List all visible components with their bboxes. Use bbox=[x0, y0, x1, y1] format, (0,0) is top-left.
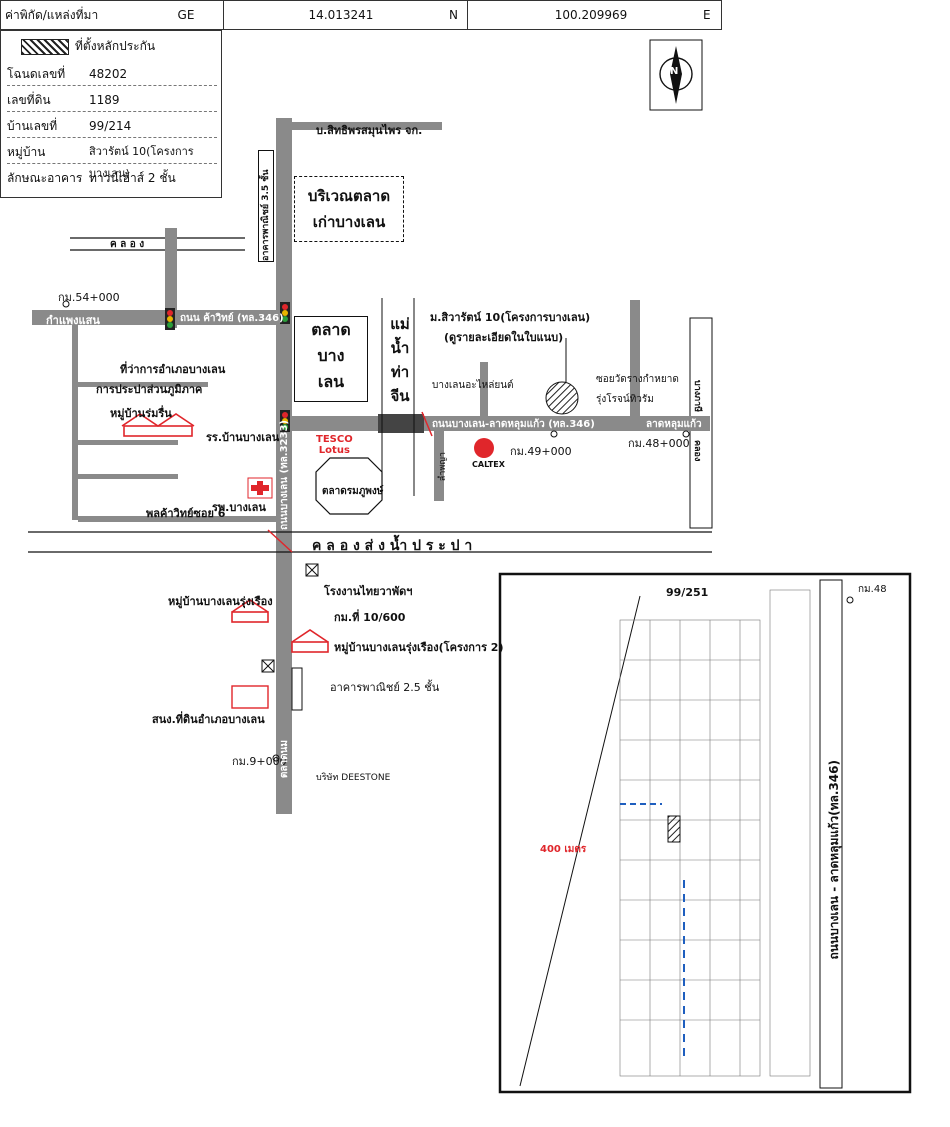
inset-plan-frame bbox=[498, 572, 912, 1094]
legend-location-label: ที่ตั้งหลักประกัน bbox=[75, 39, 156, 53]
label-pattana-market: ตลาดรมภูพงษ์ bbox=[322, 486, 384, 497]
label-km48: กม.48+000 bbox=[628, 437, 690, 450]
label-khlong: คลอง bbox=[692, 440, 702, 462]
label-bang-len-market: ตลาด บาง เลน bbox=[294, 316, 368, 402]
label-sivarat-project: ม.สิวารัตน์ 10(โครงการบางเลน) bbox=[430, 311, 591, 324]
legend-row-building: ลักษณะอาคารทาวน์เฮ้าส์ 2 ชั้น bbox=[7, 171, 176, 185]
label-hospital: รพ.บางเลน bbox=[212, 501, 266, 514]
label-district-office: ที่ว่าการอำเภอบางเลน bbox=[120, 363, 226, 376]
label-road-bangyai: ถนนบางเลน-ลาดหลุมแก้ว (ทล.346) bbox=[432, 419, 595, 430]
label-road-346-left: ถนน ค้าวิทย์ (ทล.346) bbox=[180, 313, 284, 324]
legend-row-title-deed: โฉนดเลขที่48202 bbox=[7, 63, 217, 86]
label-km54: กม.54+000 bbox=[58, 291, 120, 304]
label-see-detail: (ดูรายละเอียดในใบแนบ) bbox=[444, 331, 564, 344]
coord-label: ค่าพิกัด/แหล่งที่มา bbox=[5, 8, 99, 22]
label-km9: กม.9+000 bbox=[232, 755, 287, 768]
label-old-market: บริเวณตลาด เก่าบางเลน bbox=[294, 176, 404, 242]
label-canal-bottom: ค ล อ ง ส่ ง น้ำ ป ร ะ ป า bbox=[312, 538, 473, 554]
label-river: แม่ น้ำ ท่า จีน bbox=[390, 315, 410, 405]
label-road-3233: ถนนบางเลน (ทล.3233) bbox=[279, 420, 290, 530]
label-village-ruamchuen: หมู่บ้านร่มรื่น bbox=[110, 407, 172, 420]
compass-label: N bbox=[670, 66, 679, 77]
legend-row-house-no: บ้านเลขที่99/214 bbox=[7, 115, 217, 138]
label-lat-lum-kaeo: ลาดหลุมแก้ว bbox=[646, 419, 702, 430]
road-3233 bbox=[276, 118, 292, 814]
inset-plot-no: 99/251 bbox=[666, 586, 709, 599]
label-factory: โรงงานไทยวาพัดฯ bbox=[324, 585, 413, 598]
label-canal-top: ค ล อ ง bbox=[110, 239, 145, 250]
label-soi6: พลค้าวิทย์ซอย 6 bbox=[146, 507, 226, 520]
inset-km48: กม.48 bbox=[858, 584, 887, 595]
label-road-kamphaeng: กำแพงแสน bbox=[46, 314, 100, 327]
coordinate-header: ค่าพิกัด/แหล่งที่มา GE 14.013241 N 100.2… bbox=[0, 0, 722, 30]
label-school: รร.บ้านบางเลน bbox=[206, 431, 280, 444]
latitude-value: 14.013241 bbox=[308, 8, 374, 22]
label-commercial-35: อาคารพาณิชย์ 3.5 ชั้น bbox=[258, 150, 274, 262]
label-tesco: TESCO Lotus bbox=[316, 434, 353, 456]
label-km49: กม.49+000 bbox=[510, 445, 572, 458]
longitude-dir: E bbox=[703, 8, 711, 22]
label-bangpasi: บางภาษี bbox=[692, 380, 702, 413]
label-village-rungruang: หมู่บ้านบางเลนรุ่งเรือง bbox=[168, 595, 273, 608]
inset-distance: 400 เมตร bbox=[540, 844, 587, 855]
inset-road-label: ถนนบางเลน - ลาดหลุมแก้ว(ทล.346) bbox=[827, 760, 841, 960]
longitude-value: 100.209969 bbox=[554, 8, 628, 22]
label-deestone: บริษัท DEESTONE bbox=[316, 773, 391, 783]
label-company-top: บ.สิทธิพรสมุนไพร จก. bbox=[316, 124, 423, 137]
road-346-left bbox=[32, 310, 276, 325]
legend-row-village: หมู่บ้านสิวารัตน์ 10(โครงการบางเลน) bbox=[7, 141, 217, 180]
label-land-office: สนง.ที่ดินอำเภอบางเลน bbox=[152, 713, 265, 726]
label-road-bottom: ตลาดนม bbox=[279, 740, 290, 779]
latitude-dir: N bbox=[449, 8, 458, 22]
coord-source: GE bbox=[177, 8, 195, 22]
label-km10: กม.ที่ 10/600 bbox=[334, 611, 406, 624]
label-soi-wat: ซอยวัดรางกำหยาด bbox=[596, 374, 679, 385]
label-bang-len-electric: บางเลนอะไหล่ยนต์ bbox=[432, 380, 514, 391]
label-rung-rot: รุ่งโรจน์ทิวรัม bbox=[596, 394, 654, 405]
label-kamnyat: ลำพญา bbox=[438, 452, 448, 482]
label-caltex: CALTEX bbox=[472, 460, 505, 469]
label-pea: การประปาส่วนภูมิภาค bbox=[96, 383, 203, 396]
legend-box: ที่ตั้งหลักประกัน โฉนดเลขที่48202 เลขที่… bbox=[0, 30, 222, 198]
label-village-rungruang2: หมู่บ้านบางเลนรุ่งเรือง(โครงการ 2) bbox=[334, 641, 504, 654]
label-commercial-25: อาคารพาณิชย์ 2.5 ชั้น bbox=[330, 681, 440, 694]
hatch-swatch bbox=[21, 39, 69, 55]
collateral-location-marker bbox=[545, 381, 579, 415]
